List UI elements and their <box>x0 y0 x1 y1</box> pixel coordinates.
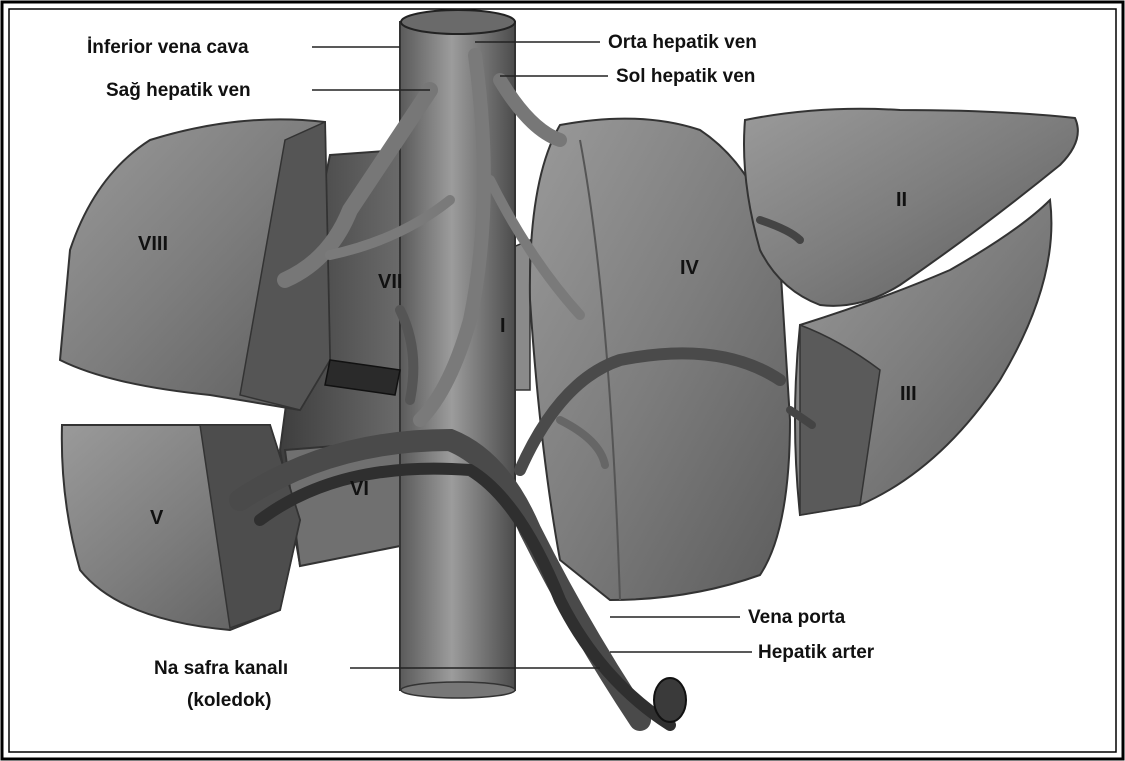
ivc-label: İnferior vena cava <box>87 37 249 58</box>
segment-i-label: I <box>500 315 506 337</box>
bile-duct-label-line2: (koledok) <box>187 690 271 711</box>
segment-vii-label: VII <box>378 271 402 293</box>
bile-duct-label-line1: Na safra kanalı <box>154 658 288 679</box>
hepatic-artery-label: Hepatik arter <box>758 642 875 663</box>
portal-cut-end <box>654 678 686 722</box>
segment-iv-label: IV <box>680 257 700 279</box>
portal-vein-label: Vena porta <box>748 607 846 628</box>
right-hepatic-vein-label: Sağ hepatik ven <box>106 80 251 101</box>
middle-hepatic-vein-label: Orta hepatik ven <box>608 32 757 53</box>
segment-v-label: V <box>150 507 164 529</box>
ivc-bottom <box>401 682 515 698</box>
segment-ii-label: II <box>896 189 907 211</box>
segment-vi-label: VI <box>350 478 369 500</box>
ivc-top-opening <box>401 10 515 34</box>
segment-iii-label: III <box>900 383 917 405</box>
left-hepatic-vein-label: Sol hepatik ven <box>616 66 755 87</box>
segment-viii-label: VIII <box>138 233 168 255</box>
